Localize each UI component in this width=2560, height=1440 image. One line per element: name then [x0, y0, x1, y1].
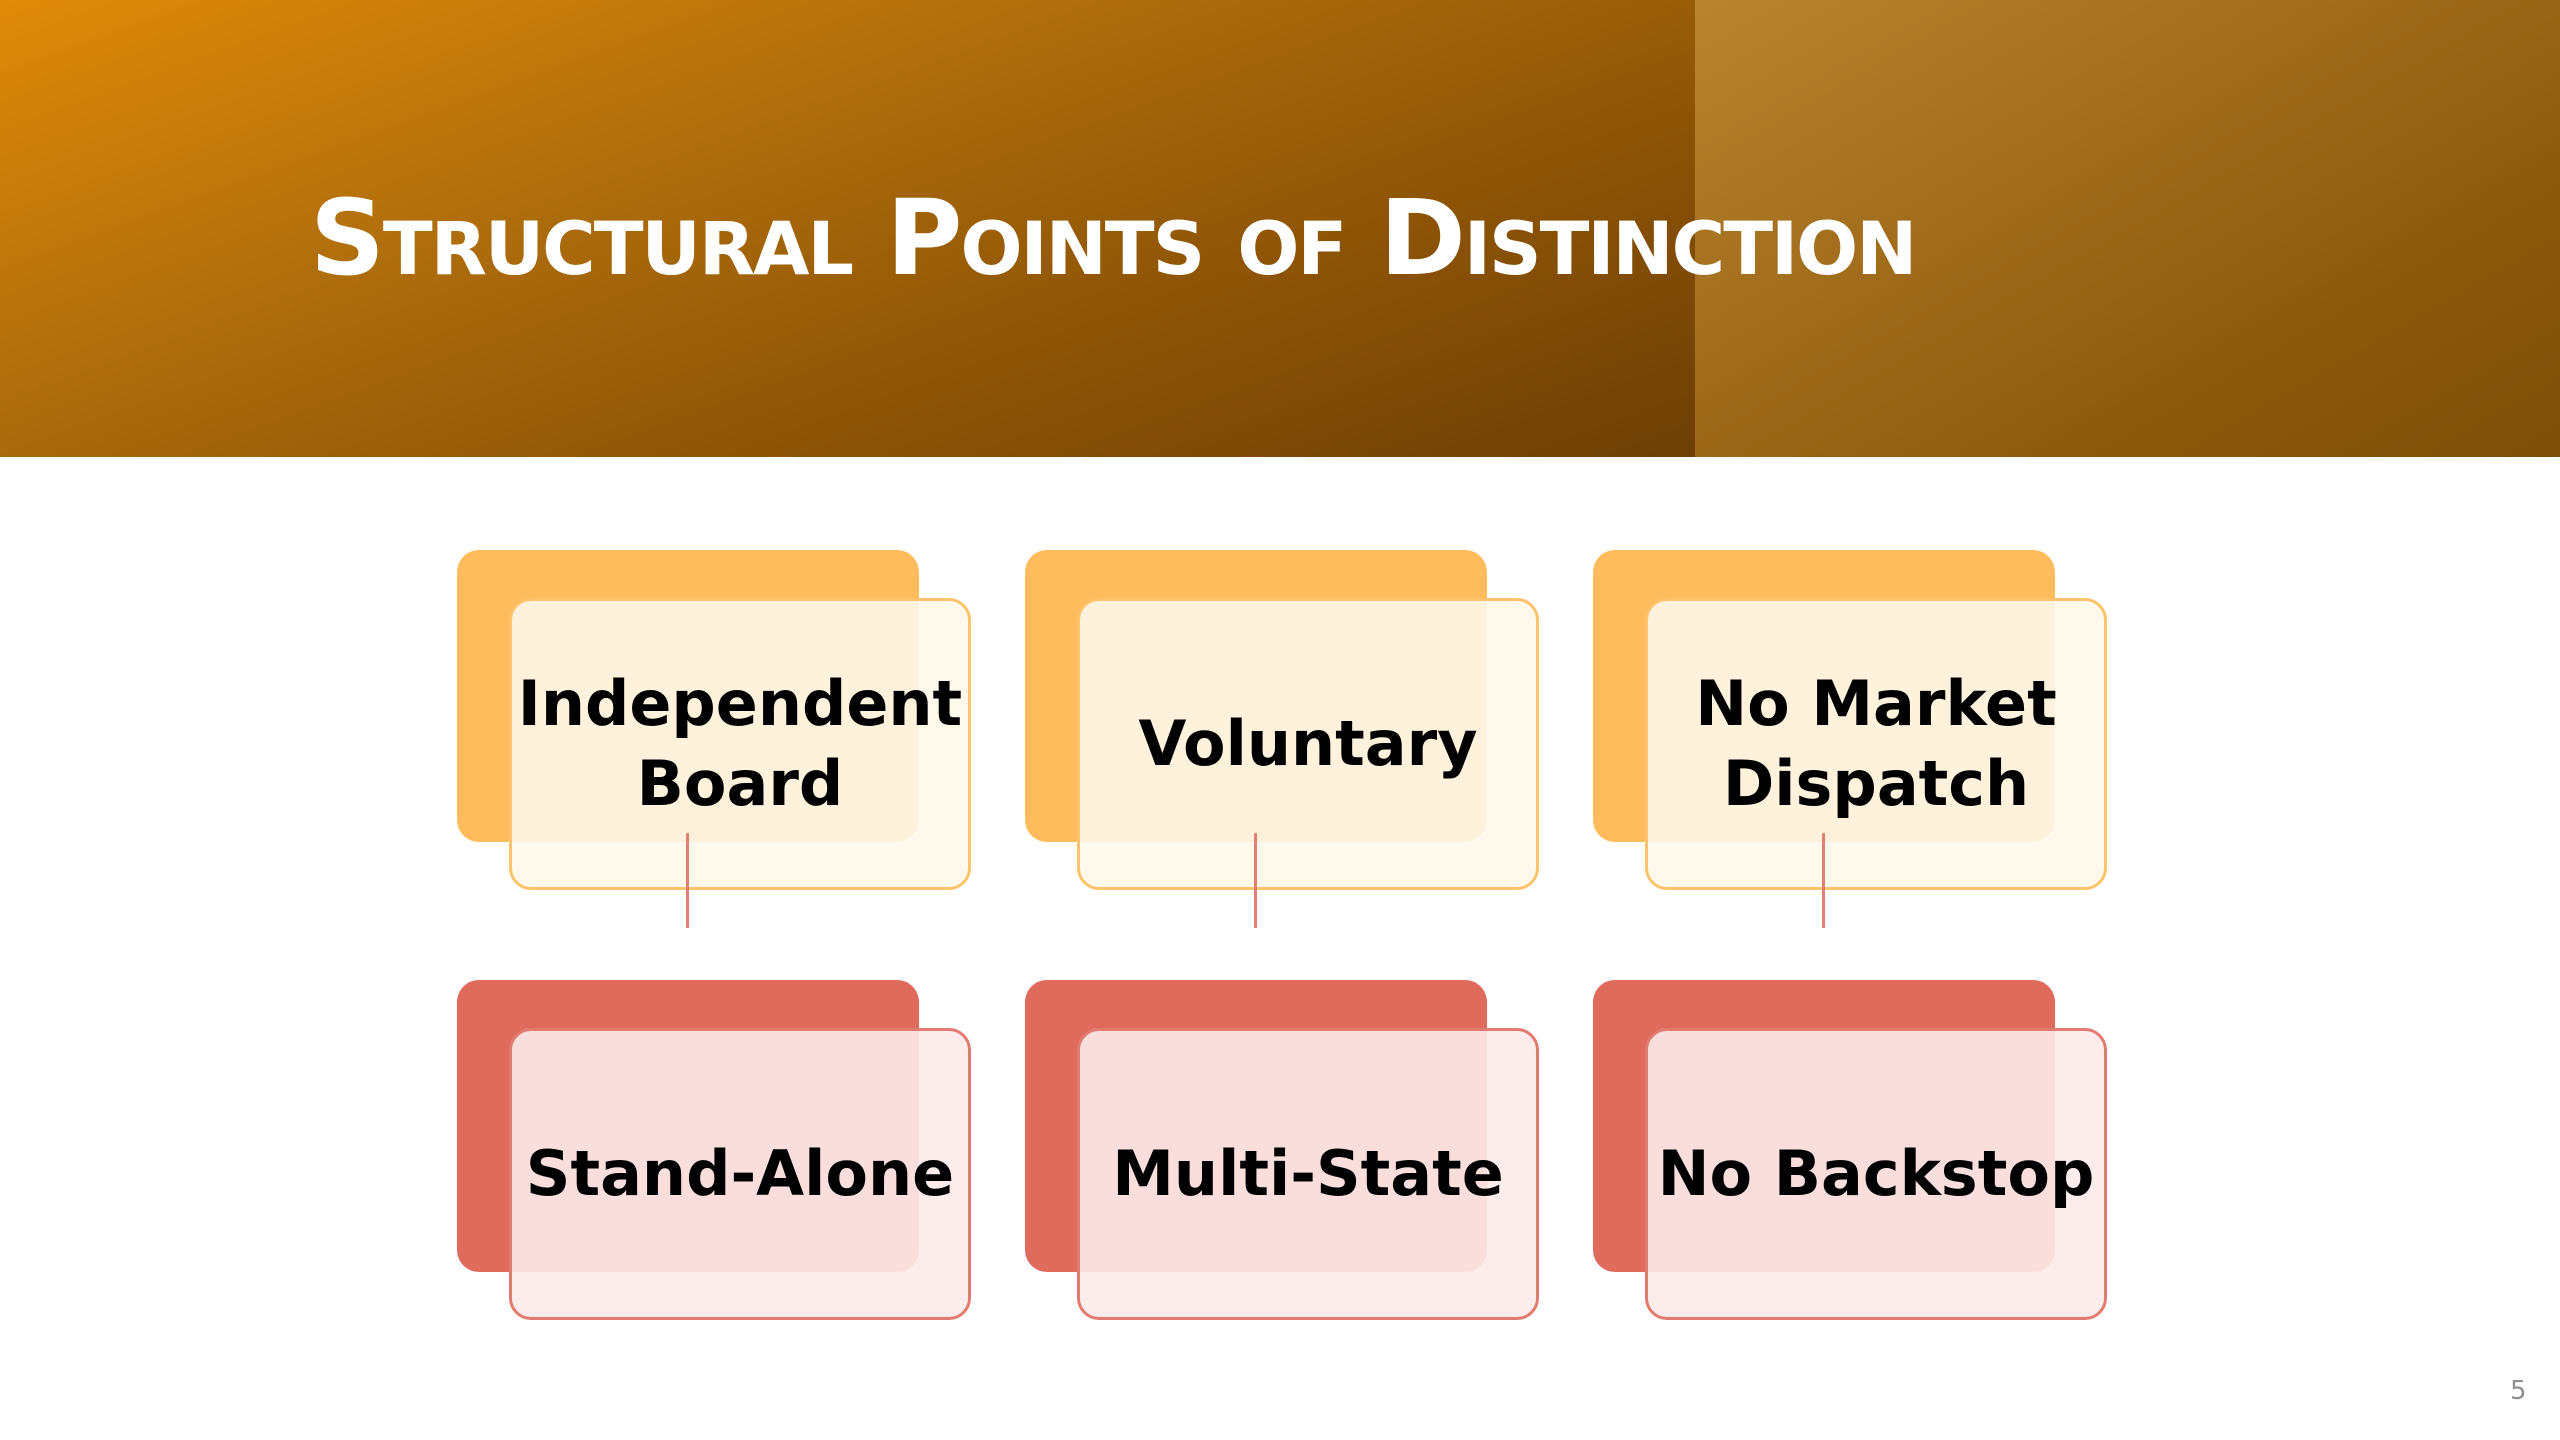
bottom-card-label: Stand-Alone: [525, 1137, 955, 1210]
top-card: Voluntary: [1077, 598, 1539, 890]
top-card-label: Independent Board: [517, 667, 963, 820]
bottom-card-label: No Backstop: [1657, 1137, 2095, 1210]
pair-column-2: Voluntary: [1025, 550, 1541, 928]
pair-column-1: Independent Board: [457, 550, 973, 928]
pair-column-3-bottom: No Backstop: [1593, 980, 2109, 1354]
top-card-label: Voluntary: [1138, 707, 1478, 780]
bottom-card: Stand-Alone: [509, 1028, 971, 1320]
pair-column-1-bottom: Stand-Alone: [457, 980, 973, 1354]
bottom-card: No Backstop: [1645, 1028, 2107, 1320]
connector-line: [686, 833, 689, 928]
connector-line: [1254, 833, 1257, 928]
bottom-card: Multi-State: [1077, 1028, 1539, 1320]
bottom-card-label: Multi-State: [1112, 1137, 1504, 1210]
top-card: No Market Dispatch: [1645, 598, 2107, 890]
slide-title: Structural Points of Distinction: [310, 177, 1917, 299]
header-accent-panel: [1695, 0, 2560, 457]
pair-column-3: No Market Dispatch: [1593, 550, 2109, 928]
page-number: 5: [2510, 1376, 2527, 1406]
top-card-label: No Market Dispatch: [1695, 667, 2057, 820]
pair-column-2-bottom: Multi-State: [1025, 980, 1541, 1354]
top-card: Independent Board: [509, 598, 971, 890]
connector-line: [1822, 833, 1825, 928]
